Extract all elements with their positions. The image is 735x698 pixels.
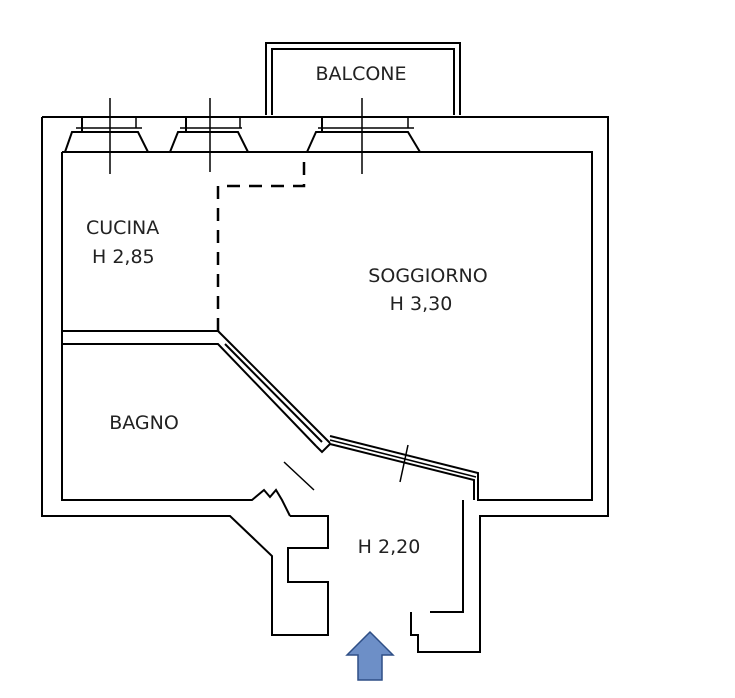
room-label-bagno: BAGNO <box>109 412 179 434</box>
room-label-balcone: BALCONE <box>315 63 406 85</box>
window-cucina <box>64 98 149 174</box>
outer-wall <box>41 116 609 653</box>
bathroom-wall <box>62 330 331 447</box>
room-height-soggiorno: H 3,30 <box>390 293 453 315</box>
bathroom-door <box>240 461 315 517</box>
window-soggiorno <box>306 98 421 174</box>
arrow-up-icon <box>345 630 395 681</box>
living-partition <box>315 435 479 500</box>
room-height-ingresso: H 2,20 <box>358 536 421 558</box>
balcony <box>265 42 461 115</box>
room-label-cucina: CUCINA <box>86 217 159 239</box>
room-label-soggiorno: SOGGIORNO <box>368 265 487 287</box>
kitchen-wall <box>62 158 306 332</box>
room-height-cucina: H 2,85 <box>92 246 155 268</box>
window-cucina-2 <box>169 98 249 172</box>
